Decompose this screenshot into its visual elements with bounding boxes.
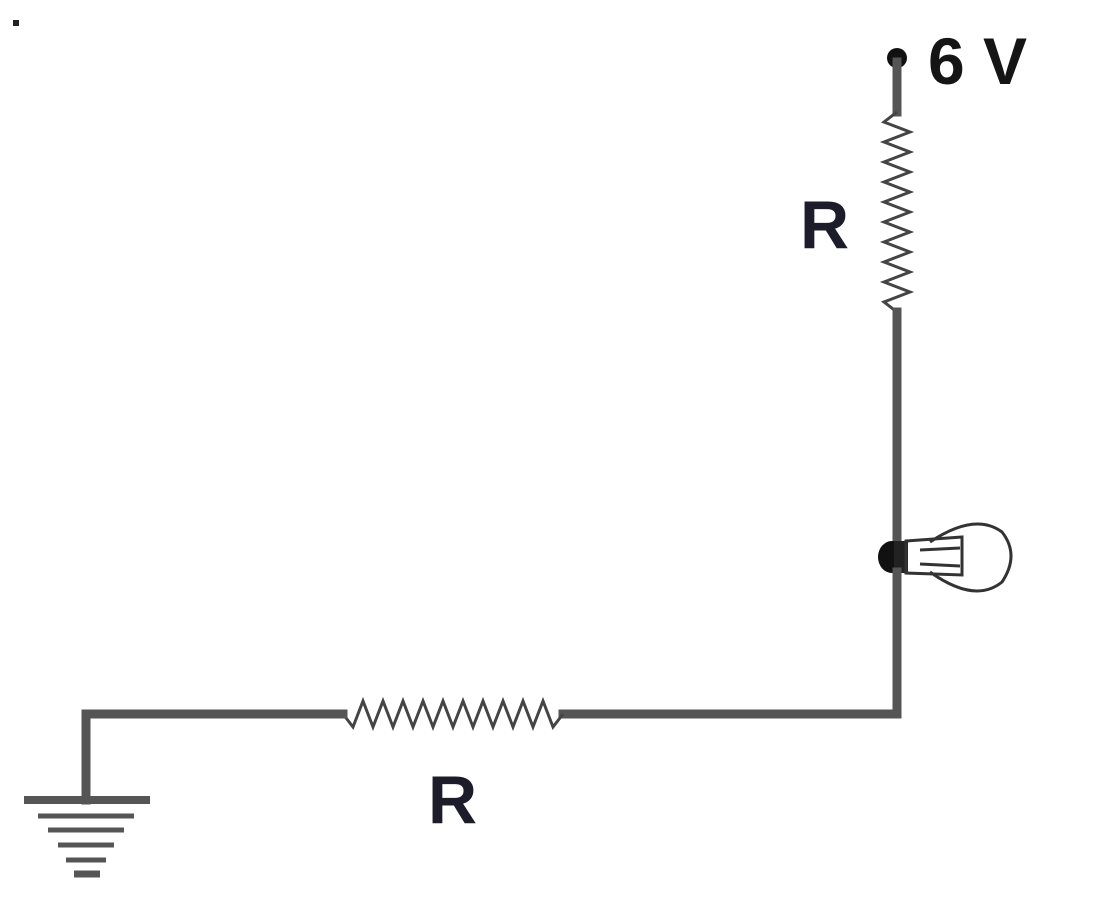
top-resistor-label: R <box>800 187 849 263</box>
bottom-resistor <box>341 696 565 732</box>
supply-voltage-label: 6 V <box>928 24 1027 98</box>
bottom-resistor-zigzag <box>341 696 565 732</box>
corner-dot <box>13 20 19 26</box>
light-bulb-icon <box>878 522 1013 593</box>
bottom-resistor-label: R <box>428 762 477 838</box>
top-resistor <box>879 110 915 314</box>
top-resistor-zigzag <box>879 110 915 314</box>
ground-symbol-icon <box>24 796 150 878</box>
